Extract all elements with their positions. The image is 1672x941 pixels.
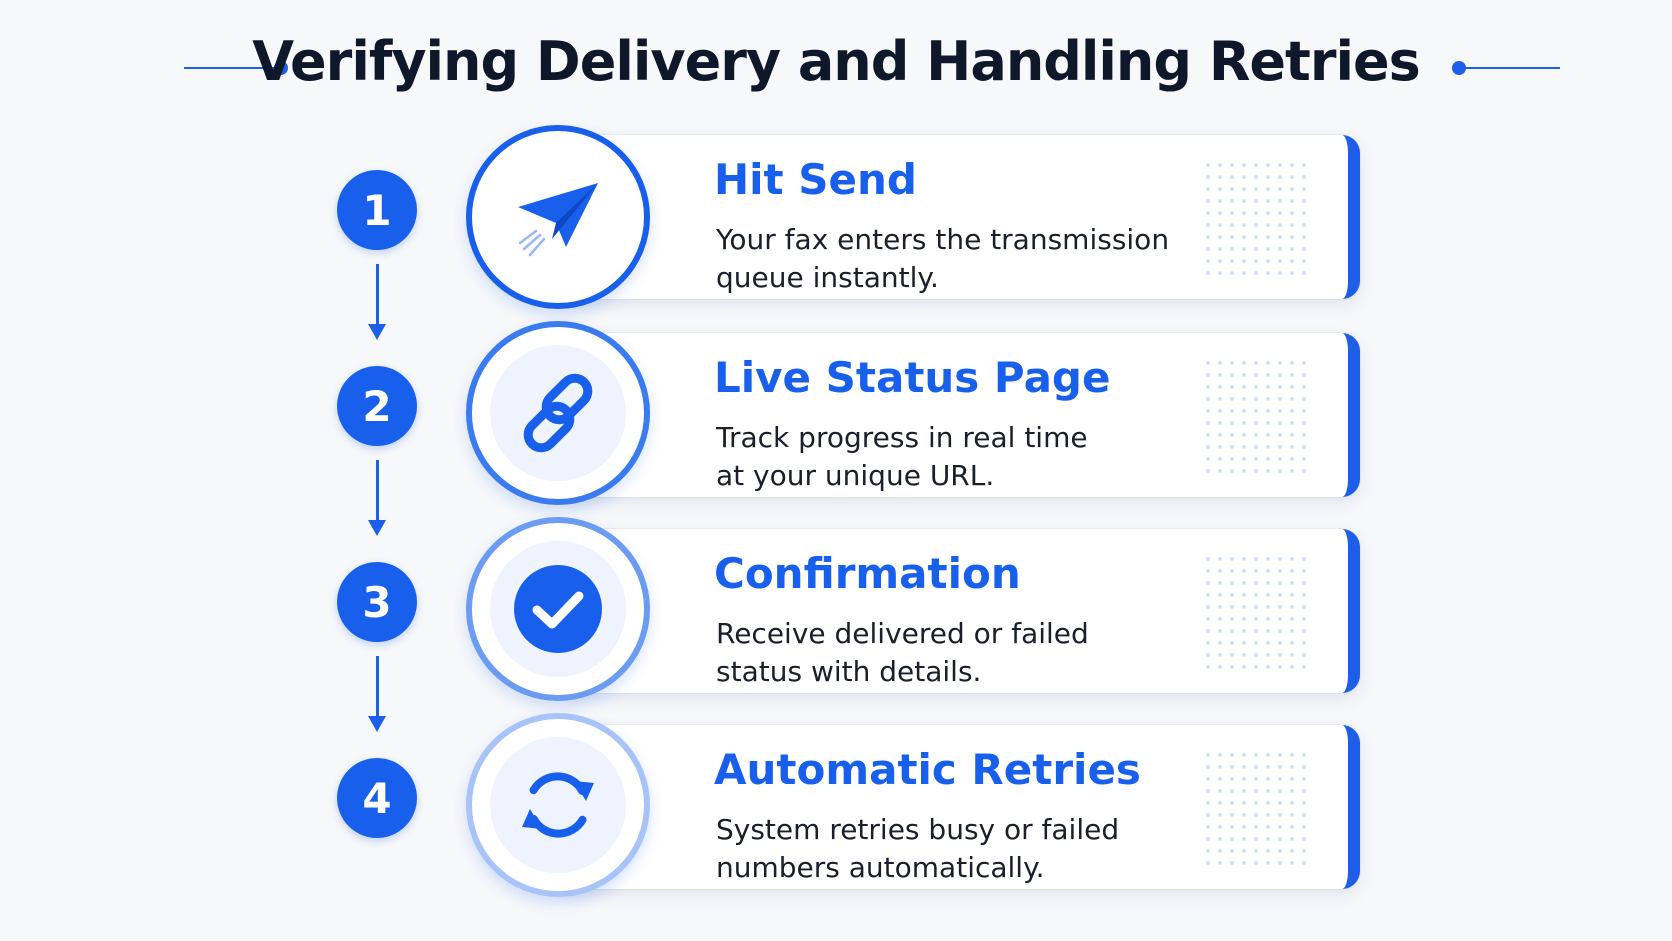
link-icon	[523, 373, 593, 453]
title-decoration-left	[184, 61, 288, 75]
dot-pattern	[1202, 553, 1312, 669]
step-card-3: Confirmation Receive delivered or failed…	[560, 529, 1360, 693]
step-number-1: 1	[337, 170, 417, 250]
check-circle-icon	[514, 565, 602, 653]
step-number-4: 4	[337, 758, 417, 838]
flow-arrow-2	[368, 460, 386, 538]
dot-pattern	[1202, 749, 1312, 865]
step-icon-circle-3	[466, 517, 650, 701]
step-description: System retries busy or failed numbers au…	[716, 813, 1120, 884]
dot-pattern	[1202, 159, 1312, 275]
step-description: Track progress in real time at your uniq…	[716, 421, 1088, 492]
paper-plane-icon	[518, 183, 598, 257]
step-description: Receive delivered or failed status with …	[716, 617, 1089, 688]
step-title: Confirmation	[714, 549, 1021, 598]
dot-pattern	[1202, 357, 1312, 473]
step-icon-circle-2	[466, 321, 650, 505]
flow-arrow-1	[368, 264, 386, 342]
step-card-4: Automatic Retries System retries busy or…	[560, 725, 1360, 889]
step-number-2: 2	[337, 366, 417, 446]
step-icon-circle-4	[466, 713, 650, 897]
step-description: Your fax enters the transmission queue i…	[716, 223, 1170, 294]
step-title: Automatic Retries	[714, 745, 1141, 794]
step-title: Live Status Page	[714, 353, 1111, 402]
step-card-2: Live Status Page Track progress in real …	[560, 333, 1360, 497]
step-number-3: 3	[337, 562, 417, 642]
step-card-1: Hit Send Your fax enters the transmissio…	[560, 135, 1360, 299]
step-title: Hit Send	[714, 155, 917, 204]
title-decoration-right	[1452, 61, 1560, 75]
page-title: Verifying Delivery and Handling Retries	[252, 30, 1421, 93]
flow-arrow-3	[368, 656, 386, 734]
step-icon-circle-1	[466, 125, 650, 309]
refresh-icon	[522, 772, 594, 838]
